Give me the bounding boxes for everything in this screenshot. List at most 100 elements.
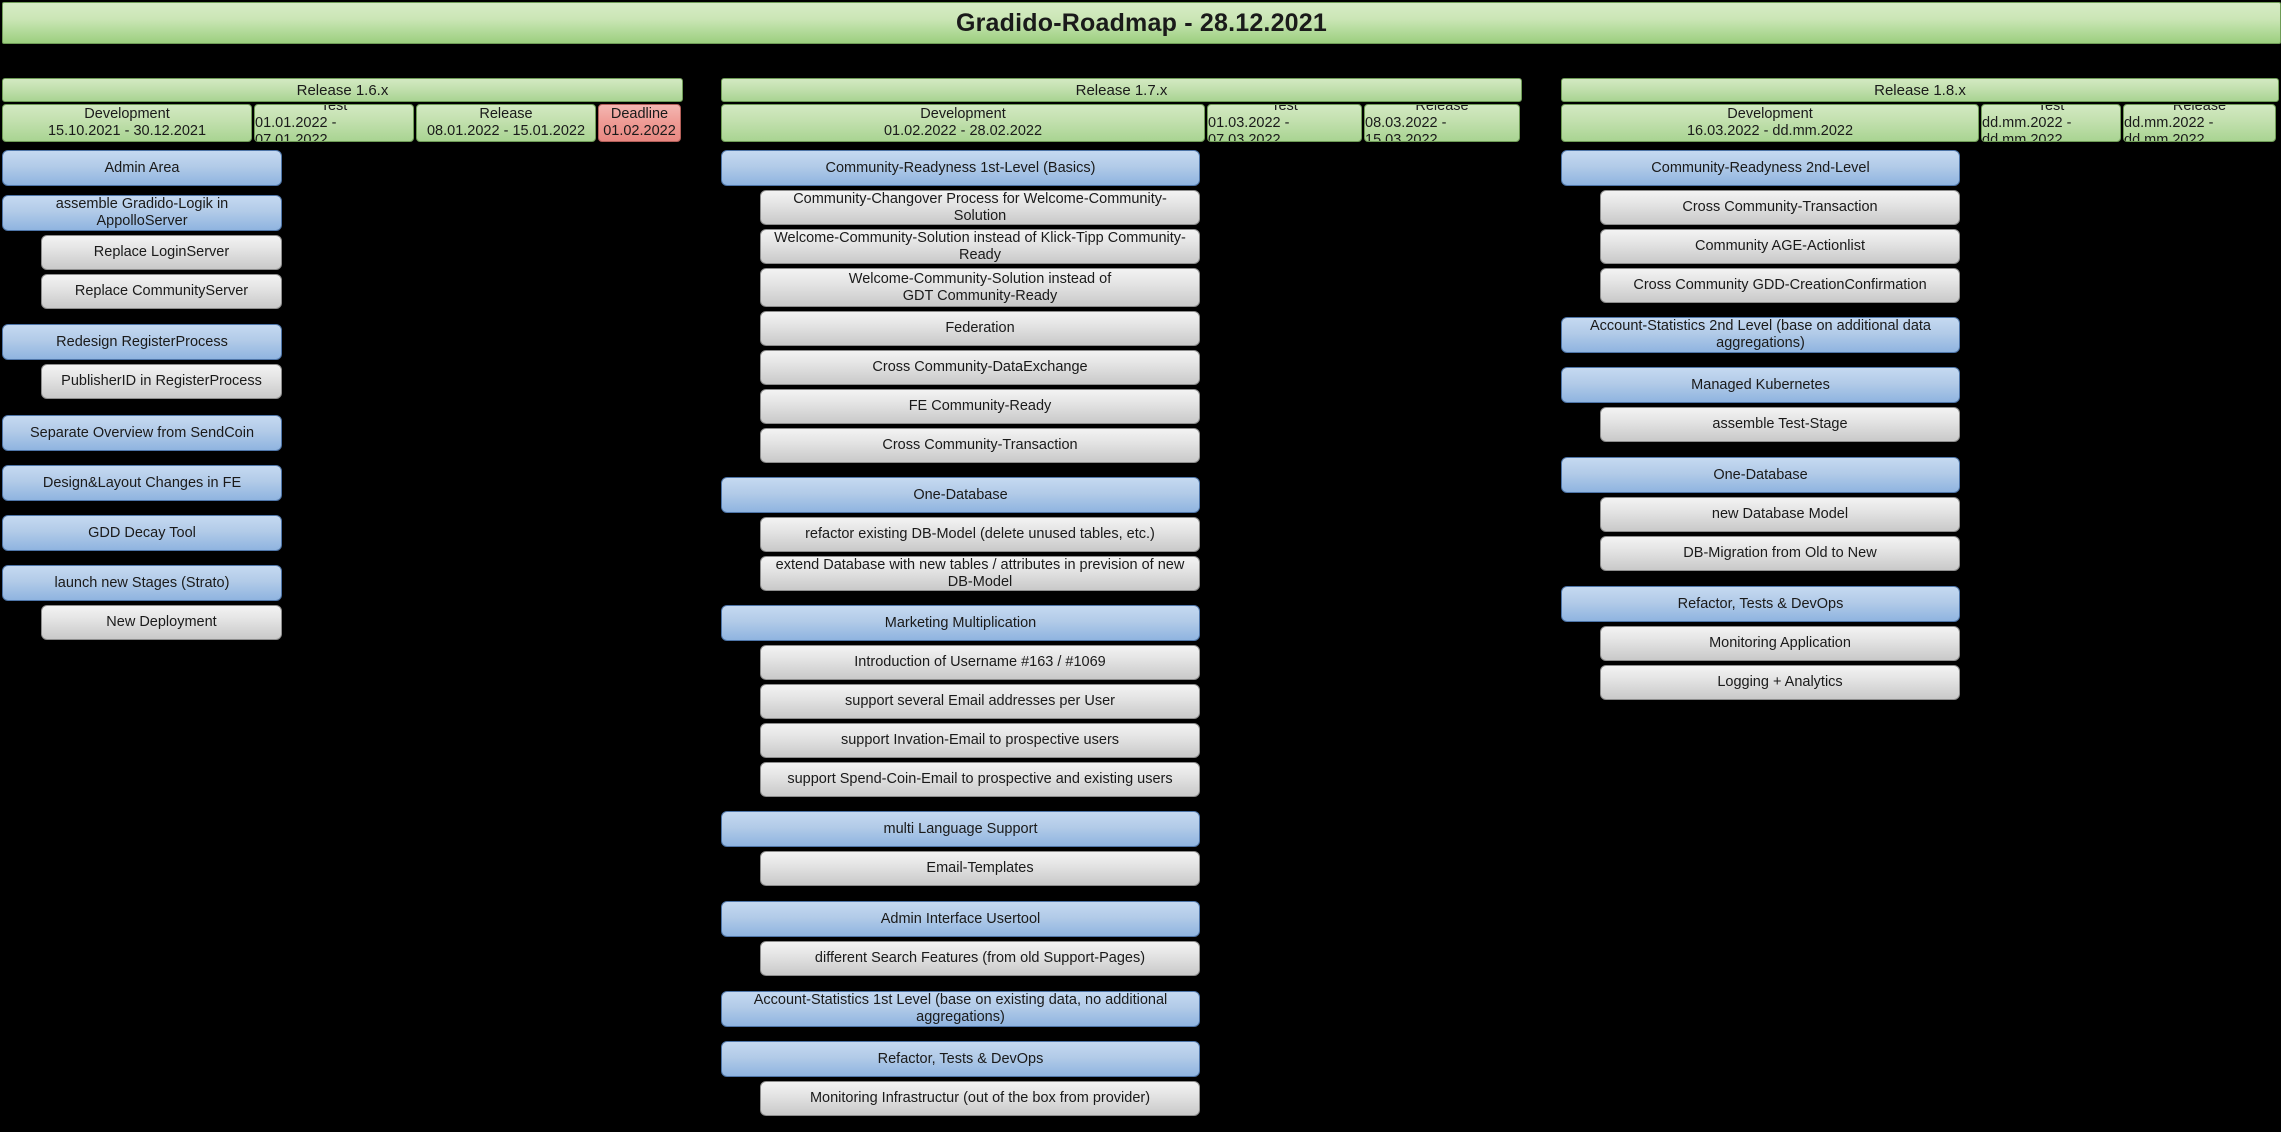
phase-name: Deadline (610, 106, 669, 122)
task-box-primary[interactable]: Managed Kubernetes (1561, 367, 1960, 403)
task-box-sub[interactable]: Community-Changover Process for Welcome-… (760, 190, 1200, 225)
task-box-primary[interactable]: One-Database (1561, 457, 1960, 493)
task-label: support Spend-Coin-Email to prospective … (787, 771, 1173, 787)
task-box-sub[interactable]: FE Community-Ready (760, 389, 1200, 424)
task-box-sub[interactable]: Monitoring Application (1600, 626, 1960, 661)
task-box-sub[interactable]: Monitoring Infrastructur (out of the box… (760, 1081, 1200, 1116)
task-box-sub[interactable]: Email-Templates (760, 851, 1200, 886)
task-box-primary[interactable]: Community-Readyness 1st-Level (Basics) (721, 150, 1200, 186)
task-box-sub[interactable]: Logging + Analytics (1600, 665, 1960, 700)
task-box-sub[interactable]: Introduction of Username #163 / #1069 (760, 645, 1200, 680)
task-label: Monitoring Infrastructur (out of the box… (809, 1090, 1151, 1106)
task-box-sub[interactable]: Replace CommunityServer (41, 274, 282, 309)
task-label: Welcome-Community-Solution instead of Kl… (774, 229, 1186, 263)
task-box-primary[interactable]: Account-Statistics 1st Level (base on ex… (721, 991, 1200, 1027)
task-label: Introduction of Username #163 / #1069 (854, 654, 1106, 670)
task-box-sub[interactable]: PublisherID in RegisterProcess (41, 364, 282, 399)
phase-dates: 08.01.2022 - 15.01.2022 (426, 123, 586, 139)
phase-dates: 16.03.2022 - dd.mm.2022 (1686, 123, 1854, 139)
task-box-primary[interactable]: Redesign RegisterProcess (2, 324, 282, 360)
task-box-sub[interactable]: Community AGE-Actionlist (1600, 229, 1960, 264)
phase-name: Test (1271, 104, 1298, 114)
task-box-sub[interactable]: Cross Community-DataExchange (760, 350, 1200, 385)
task-box-sub[interactable]: Welcome-Community-Solution instead of GD… (760, 268, 1200, 307)
task-box-sub[interactable]: support Invation-Email to prospective us… (760, 723, 1200, 758)
task-label: Replace LoginServer (93, 244, 230, 260)
task-box-primary[interactable]: Refactor, Tests & DevOps (1561, 586, 1960, 622)
task-box-primary[interactable]: GDD Decay Tool (2, 515, 282, 551)
task-box-primary[interactable]: Account-Statistics 2nd Level (base on ad… (1561, 317, 1960, 353)
task-label: Federation (945, 320, 1015, 336)
task-label: support Invation-Email to prospective us… (840, 732, 1120, 748)
phase-name: Development (84, 106, 170, 122)
task-box-primary[interactable]: Design&Layout Changes in FE (2, 465, 282, 501)
task-box-sub[interactable]: extend Database with new tables / attrib… (760, 556, 1200, 591)
task-label: multi Language Support (883, 820, 1038, 837)
phase-dates: dd.mm.2022 - dd.mm.2022 (1982, 114, 2072, 142)
task-box-sub[interactable]: Cross Community GDD-CreationConfirmation (1600, 268, 1960, 303)
task-label: Cross Community-DataExchange (872, 359, 1088, 375)
task-box-sub[interactable]: Welcome-Community-Solution instead of Kl… (760, 229, 1200, 264)
task-box-sub[interactable]: support Spend-Coin-Email to prospective … (760, 762, 1200, 797)
task-box-sub[interactable]: DB-Migration from Old to New (1600, 536, 1960, 571)
task-box-sub[interactable]: Replace LoginServer (41, 235, 282, 270)
task-box-primary[interactable]: Admin Interface Usertool (721, 901, 1200, 937)
task-box-sub[interactable]: refactor existing DB-Model (delete unuse… (760, 517, 1200, 552)
task-box-sub[interactable]: support several Email addresses per User (760, 684, 1200, 719)
phase-name: Release (2172, 104, 2227, 114)
task-list: Community-Readyness 1st-Level (Basics) Co… (721, 150, 1522, 1116)
task-label: GDD Decay Tool (88, 524, 196, 541)
task-box-sub[interactable]: Federation (760, 311, 1200, 346)
task-box-primary[interactable]: One-Database (721, 477, 1200, 513)
task-label: Account-Statistics 2nd Level (base on ad… (1590, 318, 1931, 351)
task-label: Refactor, Tests & DevOps (1677, 595, 1844, 612)
task-label: One-Database (1713, 466, 1808, 483)
task-box-primary[interactable]: Refactor, Tests & DevOps (721, 1041, 1200, 1077)
task-box-primary[interactable]: Community-Readyness 2nd-Level (1561, 150, 1960, 186)
task-box-sub[interactable]: Cross Community-Transaction (1600, 190, 1960, 225)
release-title: Release 1.6.x (2, 78, 683, 102)
phase-dates: 08.03.2022 - 15.03.2022 (1365, 114, 1447, 142)
task-box-primary[interactable]: assemble Gradido-Logik in AppolloServer (2, 195, 282, 231)
task-label: Account-Statistics 1st Level (base on ex… (753, 992, 1168, 1025)
task-box-sub[interactable]: Cross Community-Transaction (760, 428, 1200, 463)
task-label: Refactor, Tests & DevOps (877, 1050, 1044, 1067)
task-label: refactor existing DB-Model (delete unuse… (805, 526, 1155, 542)
task-box-primary[interactable]: multi Language Support (721, 811, 1200, 847)
phase-name: Test (2037, 104, 2065, 114)
phase-name: Development (1727, 106, 1813, 122)
task-box-primary[interactable]: Marketing Multiplication (721, 605, 1200, 641)
phase-dates: 01.01.2022 - 07.01.2022 (255, 114, 337, 142)
task-box-primary[interactable]: Separate Overview from SendCoin (2, 415, 282, 451)
task-label: DB-Migration from Old to New (1683, 545, 1877, 561)
phase-name: Development (920, 106, 1006, 122)
task-box-sub[interactable]: new Database Model (1600, 497, 1960, 532)
task-label: Community-Readyness 1st-Level (Basics) (825, 159, 1096, 176)
task-list: Admin Area assemble Gradido-Logik in Appo… (2, 150, 683, 640)
task-label: Redesign RegisterProcess (56, 333, 228, 350)
task-label: extend Database with new tables / attrib… (775, 556, 1185, 590)
task-label: Monitoring Application (1709, 635, 1851, 651)
task-label: launch new Stages (Strato) (54, 574, 230, 591)
task-label: support several Email addresses per User (845, 693, 1115, 709)
task-box-sub[interactable]: New Deployment (41, 605, 282, 640)
task-box-sub[interactable]: different Search Features (from old Supp… (760, 941, 1200, 976)
release-title: Release 1.7.x (721, 78, 1522, 102)
task-label: different Search Features (from old Supp… (814, 950, 1146, 966)
task-label: New Deployment (106, 614, 217, 630)
phase-name: Test (320, 104, 348, 114)
task-box-primary[interactable]: Admin Area (2, 150, 282, 186)
task-box-sub[interactable]: assemble Test-Stage (1600, 407, 1960, 442)
release-title: Release 1.8.x (1561, 78, 2279, 102)
task-label: Welcome-Community-Solution instead of GD… (848, 270, 1112, 304)
task-box-primary[interactable]: launch new Stages (Strato) (2, 565, 282, 601)
